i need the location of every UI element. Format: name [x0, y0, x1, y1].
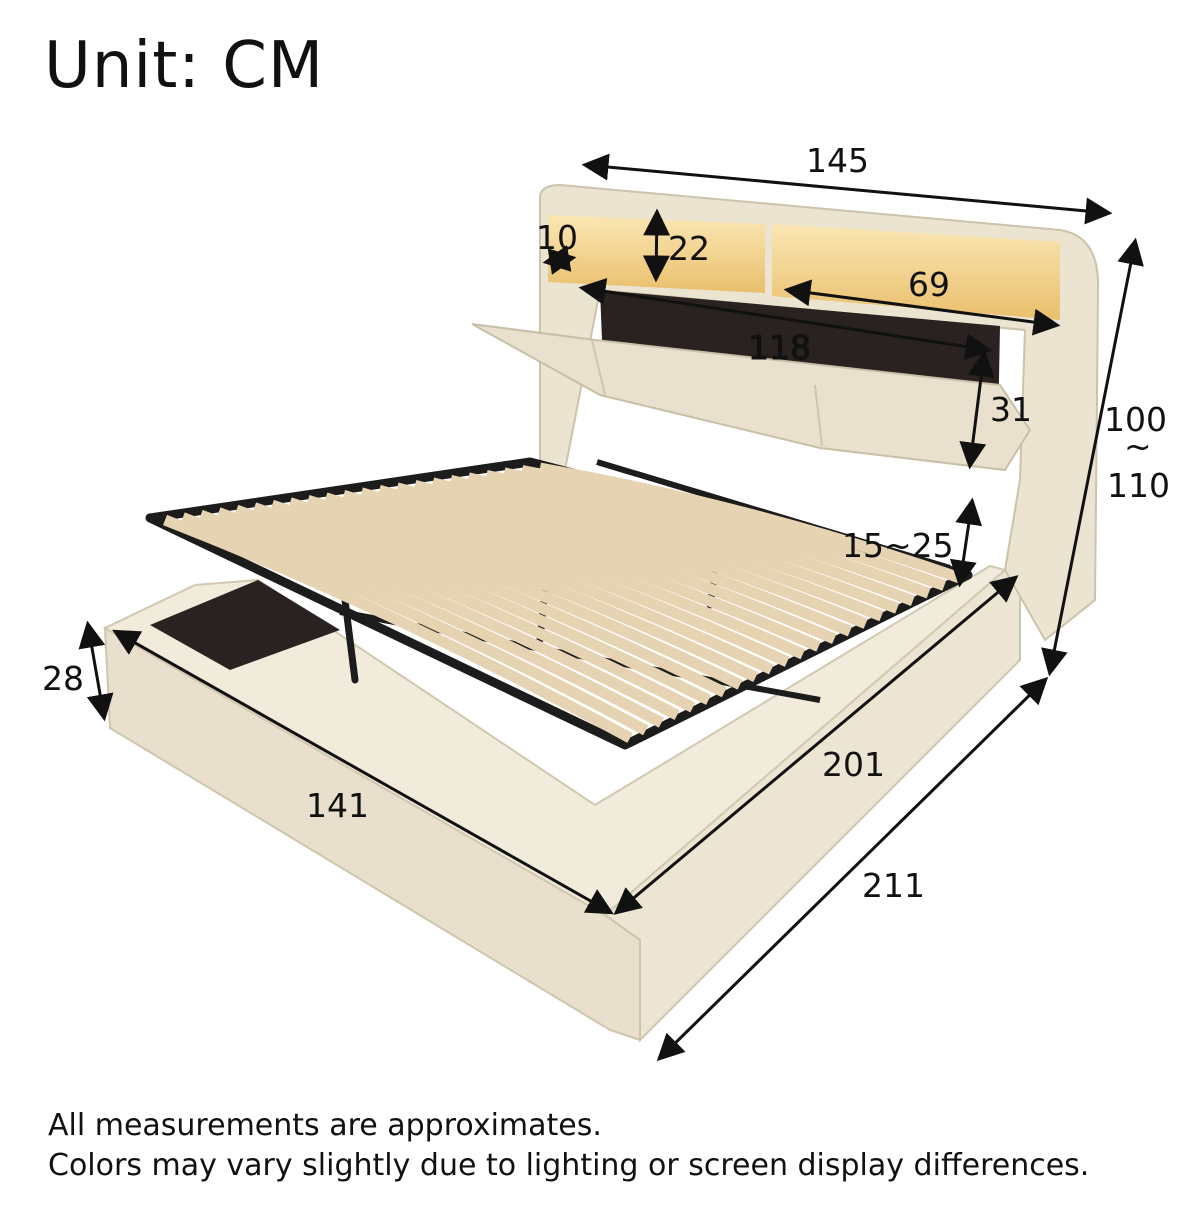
- dim-total-height-bottom: 110: [1107, 466, 1170, 505]
- note-approximate: All measurements are approximates.: [48, 1108, 602, 1143]
- dim-outer-length: 211: [862, 866, 925, 905]
- dimension-lines: [78, 153, 1144, 1062]
- page-title: Unit: CM: [44, 29, 325, 103]
- dim-line-28: [78, 620, 114, 722]
- dim-shelf-side: 10: [536, 218, 578, 257]
- dim-total-height-sep: ~: [1124, 427, 1152, 466]
- dim-line-15-25: [949, 497, 983, 588]
- dim-total-height-top: 100: [1104, 400, 1167, 439]
- dim-line-145: [581, 153, 1113, 225]
- dim-side-height: 28: [42, 659, 84, 698]
- slat: [521, 465, 947, 591]
- dimension-labels: 145 10 22 69 118 31 100 ~ 110 15~25 28 1…: [42, 141, 1170, 905]
- dim-shelf-width: 69: [908, 265, 950, 304]
- bed-illustration: [102, 183, 1100, 1043]
- slat: [539, 462, 962, 584]
- dim-line-118: [578, 278, 993, 360]
- dim-line-141: [112, 629, 614, 915]
- slat: [503, 467, 931, 599]
- dim-storage-height: 31: [990, 390, 1032, 429]
- dim-line-100-110: [1041, 237, 1144, 677]
- dim-line-211: [656, 676, 1049, 1062]
- dim-shelf-height: 22: [668, 229, 710, 268]
- dim-inner-length: 201: [822, 745, 885, 784]
- note-colors: Colors may vary slightly due to lighting…: [48, 1148, 1090, 1183]
- dim-headboard-width: 145: [806, 141, 869, 180]
- dim-line-10: [542, 245, 577, 275]
- dim-line-22: [642, 208, 671, 283]
- dim-inner-width: 141: [306, 786, 369, 825]
- dim-storage-width: 118: [748, 328, 811, 367]
- dim-line-31: [959, 349, 995, 470]
- dim-lift-height: 15~25: [842, 526, 954, 565]
